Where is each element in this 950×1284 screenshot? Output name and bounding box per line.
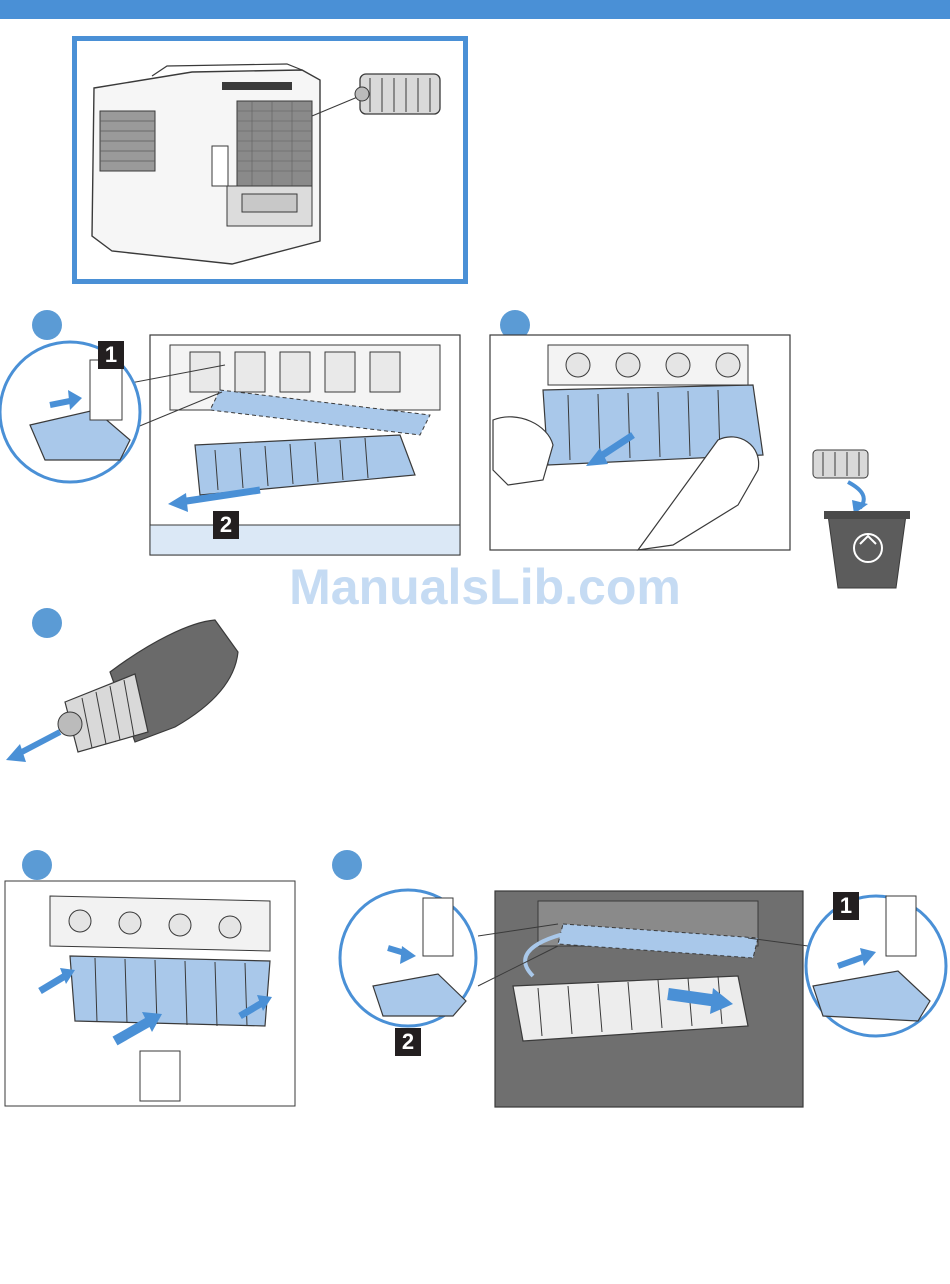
watermark-text: ManualsLib.com [265, 558, 705, 616]
step2-callout-label-2: 2 [213, 511, 239, 539]
recycle-bin-icon [824, 511, 910, 588]
step4-unpack-fuser-panel [0, 612, 250, 772]
step5-insert-fuser-panel [0, 876, 300, 1108]
step6-callout-label-2: 2 [395, 1028, 421, 1056]
step4-illustration [0, 612, 250, 772]
discarded-fuser-drawing [813, 450, 868, 478]
step5-illustration [0, 876, 300, 1108]
header-accent-bar [0, 0, 950, 19]
step3-remove-fuser-panel [488, 330, 948, 592]
fuser-module-drawing [355, 74, 440, 114]
step3-illustration [488, 330, 948, 592]
printer-overview-illustration [72, 36, 468, 284]
printer-overview-panel [72, 36, 468, 284]
step6-callout-label-1: 1 [833, 892, 859, 920]
step2-callout-label-1: 1 [98, 341, 124, 369]
